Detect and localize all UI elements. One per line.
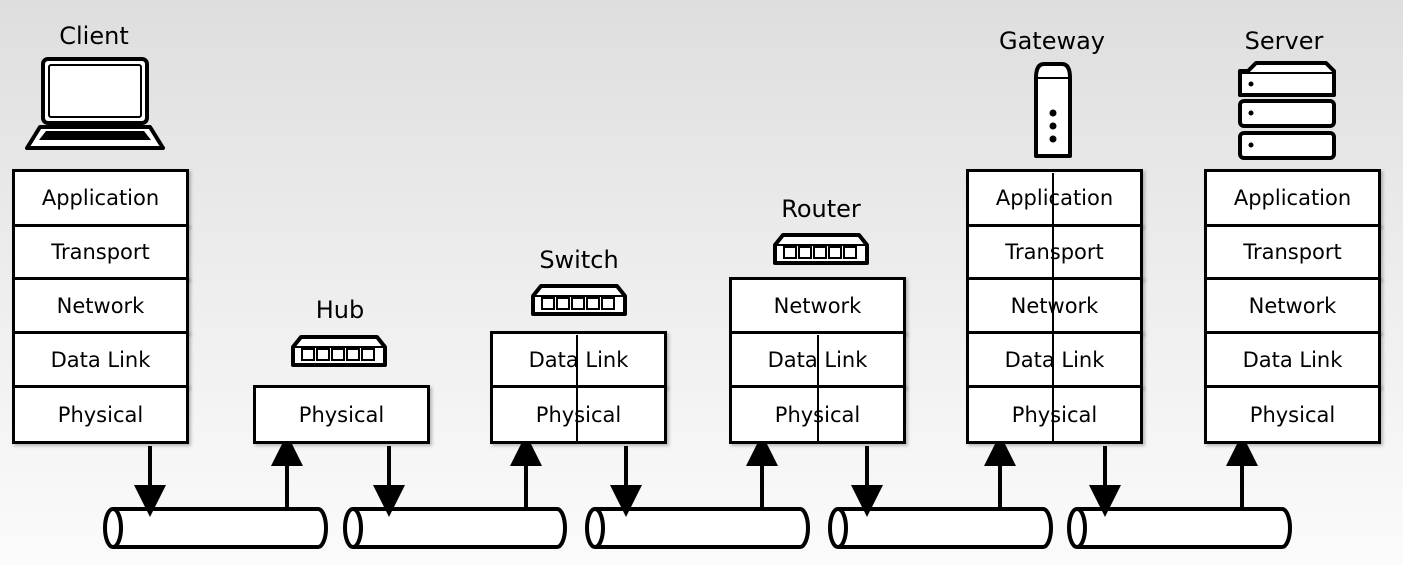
cable-segment-icon — [585, 507, 810, 549]
cable-segment-icon — [343, 507, 567, 549]
server-application-layer: Application — [1204, 169, 1381, 227]
gateway-transport-layer: Transport — [966, 224, 1143, 280]
cable-segment-icon — [103, 507, 328, 549]
server-rack-icon — [1238, 61, 1336, 160]
switch-device-icon — [531, 284, 627, 316]
gateway-physical-layer: Physical — [966, 385, 1143, 444]
gateway-protocol-stack: Application Transport Network Data Link … — [966, 169, 1143, 444]
switch-protocol-stack: Data Link Physical — [490, 331, 667, 444]
client-physical-layer: Physical — [12, 385, 189, 444]
server-datalink-layer: Data Link — [1204, 331, 1381, 388]
gateway-tower-icon — [1034, 62, 1072, 158]
hub-device-icon — [291, 335, 387, 367]
hub-physical-layer: Physical — [253, 385, 430, 444]
router-label: Router — [781, 195, 861, 223]
client-network-layer: Network — [12, 277, 189, 334]
router-internal-path-divider — [817, 335, 819, 441]
client-datalink-layer: Data Link — [12, 331, 189, 388]
client-application-layer: Application — [12, 169, 189, 227]
server-label: Server — [1244, 27, 1324, 55]
server-network-layer: Network — [1204, 277, 1381, 334]
switch-datalink-layer: Data Link — [490, 331, 667, 388]
gateway-datalink-layer: Data Link — [966, 331, 1143, 388]
cable-segment-icon — [1067, 507, 1292, 549]
switch-physical-layer: Physical — [490, 385, 667, 444]
hub-protocol-stack: Physical — [253, 385, 430, 444]
gateway-application-layer: Application — [966, 169, 1143, 227]
server-protocol-stack: Application Transport Network Data Link … — [1204, 169, 1381, 444]
router-network-layer: Network — [729, 277, 906, 334]
router-protocol-stack: Network Data Link Physical — [729, 277, 906, 444]
server-transport-layer: Transport — [1204, 224, 1381, 280]
switch-internal-path-divider — [576, 335, 578, 441]
client-transport-layer: Transport — [12, 224, 189, 280]
gateway-network-layer: Network — [966, 277, 1143, 334]
switch-label: Switch — [539, 246, 619, 274]
server-physical-layer: Physical — [1204, 385, 1381, 444]
client-label: Client — [59, 22, 129, 50]
gateway-internal-path-divider — [1052, 173, 1054, 441]
hub-label: Hub — [315, 296, 365, 324]
client-protocol-stack: Application Transport Network Data Link … — [12, 169, 189, 444]
gateway-label: Gateway — [998, 27, 1106, 55]
laptop-icon — [25, 57, 165, 150]
router-device-icon — [773, 233, 869, 265]
cable-segment-icon — [828, 507, 1053, 549]
